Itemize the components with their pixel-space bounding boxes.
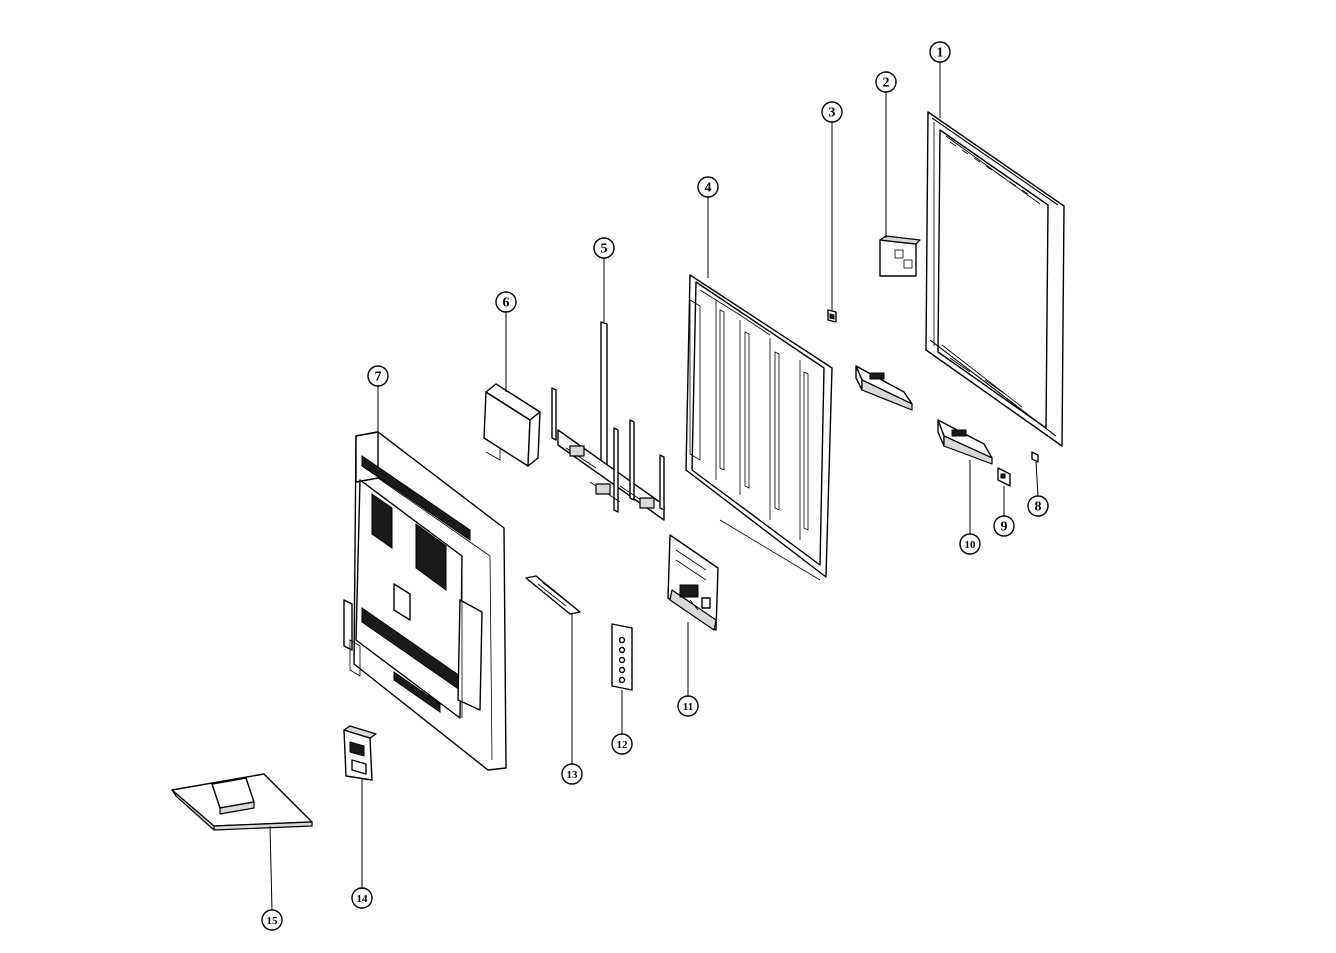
part-1-front-bezel [926, 112, 1064, 446]
callout-1: 1 [930, 42, 950, 62]
svg-text:3: 3 [829, 106, 836, 121]
part-9-small-board [998, 468, 1010, 486]
callout-6: 6 [496, 292, 516, 312]
svg-text:14: 14 [357, 893, 369, 905]
part-3-clip [828, 310, 836, 322]
part-8-screw [1032, 452, 1038, 462]
svg-text:13: 13 [567, 769, 579, 781]
part-4-lcd-panel [686, 275, 832, 580]
svg-text:4: 4 [705, 181, 712, 196]
part-2-bracket [880, 236, 920, 276]
part-7-rear-cover [344, 432, 506, 770]
callout-14: 14 [352, 888, 372, 908]
part-12-side-av-panel [612, 624, 632, 690]
callout-3: 3 [822, 102, 842, 122]
callout-4: 4 [698, 177, 718, 197]
callout-5: 5 [594, 238, 614, 258]
callout-10: 10 [960, 534, 980, 554]
svg-text:10: 10 [965, 539, 977, 551]
part-15-stand-base [172, 774, 312, 830]
callout-2: 2 [876, 72, 896, 92]
svg-text:12: 12 [617, 739, 629, 751]
svg-text:5: 5 [601, 242, 608, 257]
svg-text:8: 8 [1035, 500, 1042, 515]
svg-text:1: 1 [937, 46, 944, 61]
svg-text:2: 2 [883, 76, 890, 91]
svg-text:11: 11 [683, 701, 693, 713]
callout-15: 15 [262, 910, 282, 930]
svg-text:7: 7 [375, 370, 382, 385]
callout-12: 12 [612, 734, 632, 754]
part-11-main-board [668, 535, 718, 630]
part-14-stand-neck [344, 726, 376, 780]
svg-text:9: 9 [1001, 520, 1008, 535]
callout-13: 13 [562, 764, 582, 784]
callout-8: 8 [1028, 496, 1048, 516]
part-5-mounting-bracket [552, 322, 664, 520]
callout-11: 11 [678, 696, 698, 716]
svg-text:15: 15 [267, 915, 279, 927]
part-6-box-cover [484, 384, 540, 466]
svg-text:6: 6 [503, 296, 510, 311]
callout-9: 9 [994, 516, 1014, 536]
callout-7: 7 [368, 366, 388, 386]
part-13-button-panel [526, 576, 580, 614]
